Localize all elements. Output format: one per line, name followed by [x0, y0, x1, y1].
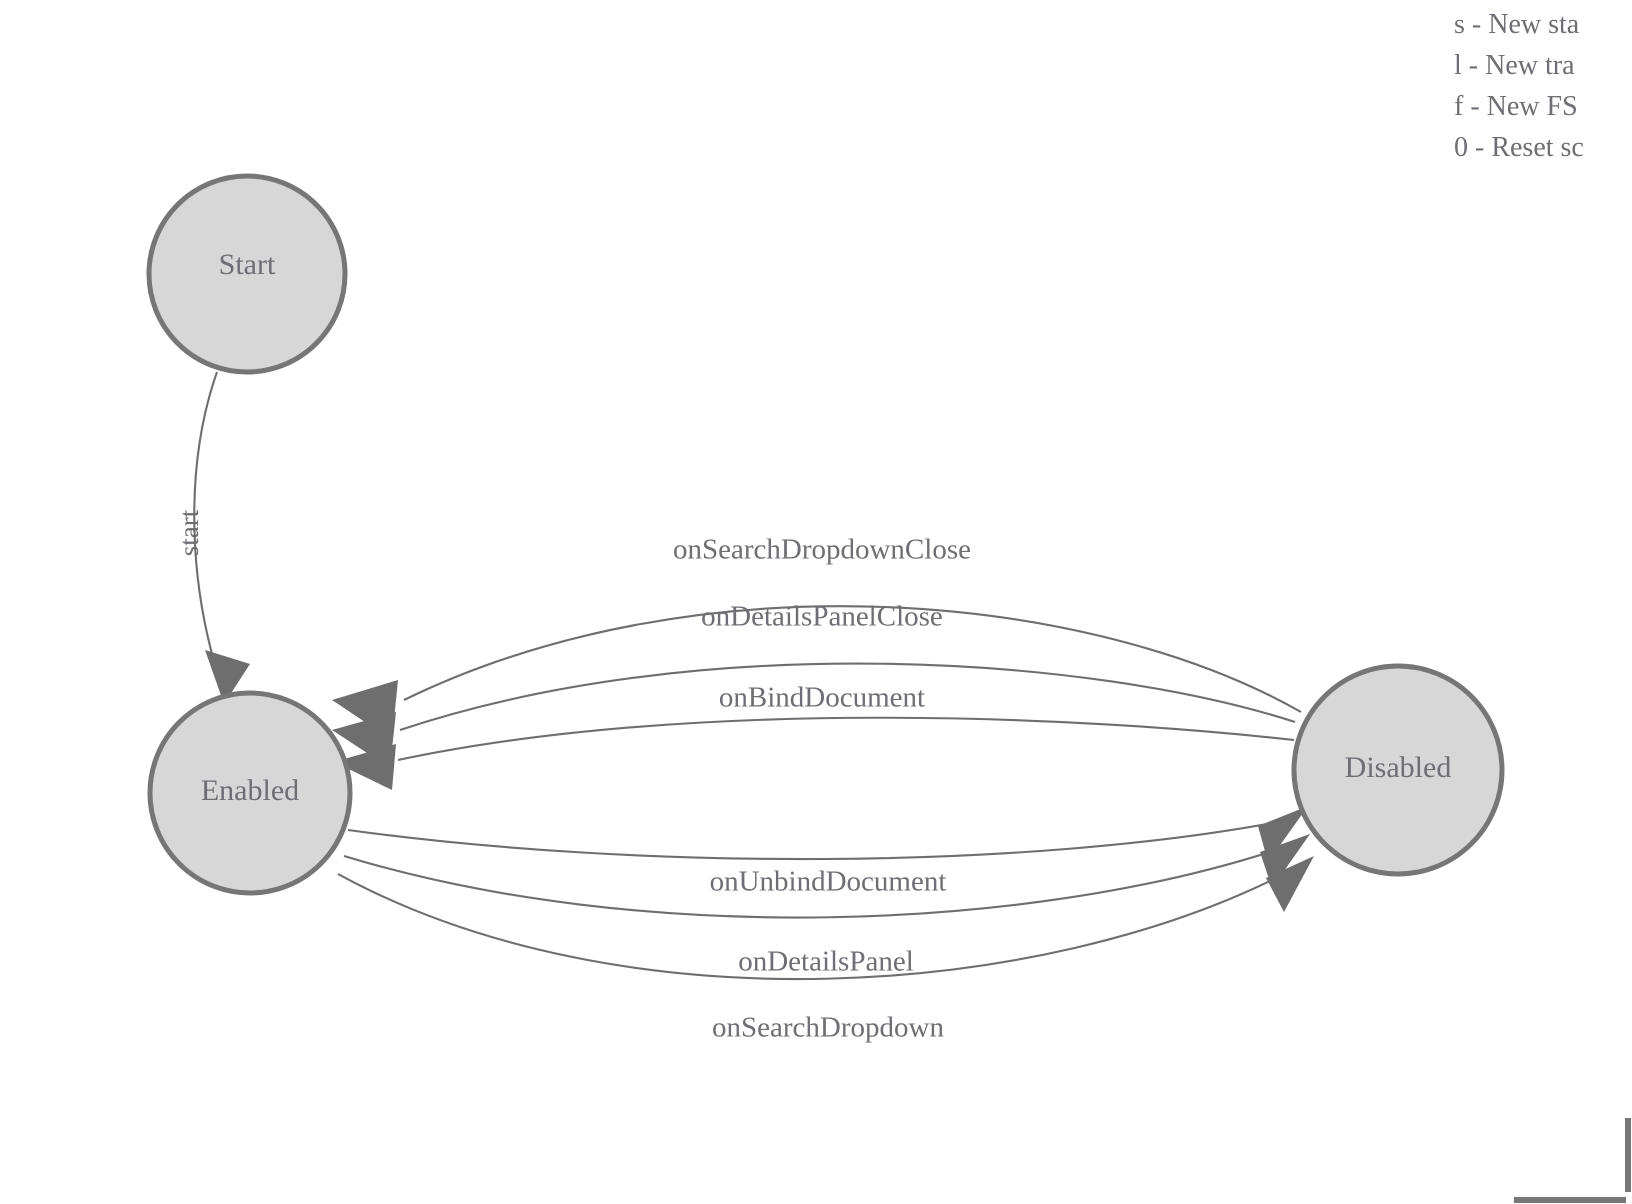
vertical-scrollbar-track[interactable] — [1624, 0, 1632, 1204]
transition-on-bind-document[interactable]: onBindDocument — [334, 682, 1295, 790]
state-node-disabled[interactable]: Disabled — [1291, 663, 1505, 877]
help-line-new-state: s - New sta — [1454, 9, 1580, 40]
horizontal-scrollbar-thumb[interactable] — [1514, 1197, 1626, 1203]
transition-on-details-panel-label: onDetailsPanel — [738, 946, 914, 978]
transition-start-path[interactable] — [193, 371, 218, 666]
transition-on-search-dropdown[interactable]: onSearchDropdown — [337, 856, 1314, 1044]
transition-on-bind-document-path[interactable] — [397, 716, 1295, 762]
transition-on-details-panel-close-label: onDetailsPanelClose — [701, 601, 943, 633]
state-node-enabled-circle[interactable] — [147, 690, 353, 896]
help-line-reset-scale: 0 - Reset sc — [1454, 132, 1584, 163]
transition-on-details-panel-arrowhead — [1260, 834, 1310, 888]
transition-on-details-panel[interactable]: onDetailsPanel — [343, 834, 1310, 978]
vertical-scrollbar-thumb[interactable] — [1625, 1118, 1631, 1192]
transition-on-unbind-document-arrowhead — [1258, 806, 1308, 862]
state-node-enabled[interactable]: Enabled — [147, 690, 353, 896]
help-legend: s - New sta l - New tra f - New FS 0 - R… — [1426, 0, 1632, 168]
transition-on-search-dropdown-close-label: onSearchDropdownClose — [673, 534, 971, 566]
state-node-start[interactable]: Start — [146, 173, 348, 375]
transition-on-search-dropdown-close-path[interactable] — [403, 605, 1302, 713]
help-line-new-transition: l - New tra — [1454, 50, 1575, 81]
horizontal-scrollbar-track[interactable] — [0, 1196, 1632, 1204]
state-node-disabled-circle[interactable] — [1291, 663, 1505, 877]
state-node-start-circle[interactable] — [146, 173, 348, 375]
transition-on-details-panel-close-path[interactable] — [399, 662, 1296, 731]
help-line-new-fsm: f - New FS — [1454, 91, 1578, 122]
transition-start-label: start — [174, 509, 204, 556]
transition-start-arrowhead — [205, 650, 250, 704]
transition-on-details-panel-path[interactable] — [343, 847, 1283, 919]
transition-on-unbind-document-path[interactable] — [347, 820, 1279, 861]
transition-on-search-dropdown-arrowhead — [1266, 856, 1314, 912]
transition-on-bind-document-label: onBindDocument — [719, 682, 925, 714]
transition-on-unbind-document[interactable]: onUnbindDocument — [347, 806, 1308, 898]
transition-on-search-dropdown-label: onSearchDropdown — [712, 1012, 944, 1044]
state-node-enabled-label: Enabled — [201, 774, 299, 807]
state-node-start-label: Start — [219, 248, 276, 281]
state-node-disabled-label: Disabled — [1345, 751, 1452, 784]
transition-on-unbind-document-label: onUnbindDocument — [710, 866, 947, 898]
transition-on-search-dropdown-path[interactable] — [337, 871, 1289, 981]
transition-on-bind-document-arrowhead — [334, 744, 396, 790]
transition-on-details-panel-close[interactable]: onDetailsPanelClose — [332, 601, 1296, 768]
transition-start[interactable]: start — [174, 371, 250, 704]
